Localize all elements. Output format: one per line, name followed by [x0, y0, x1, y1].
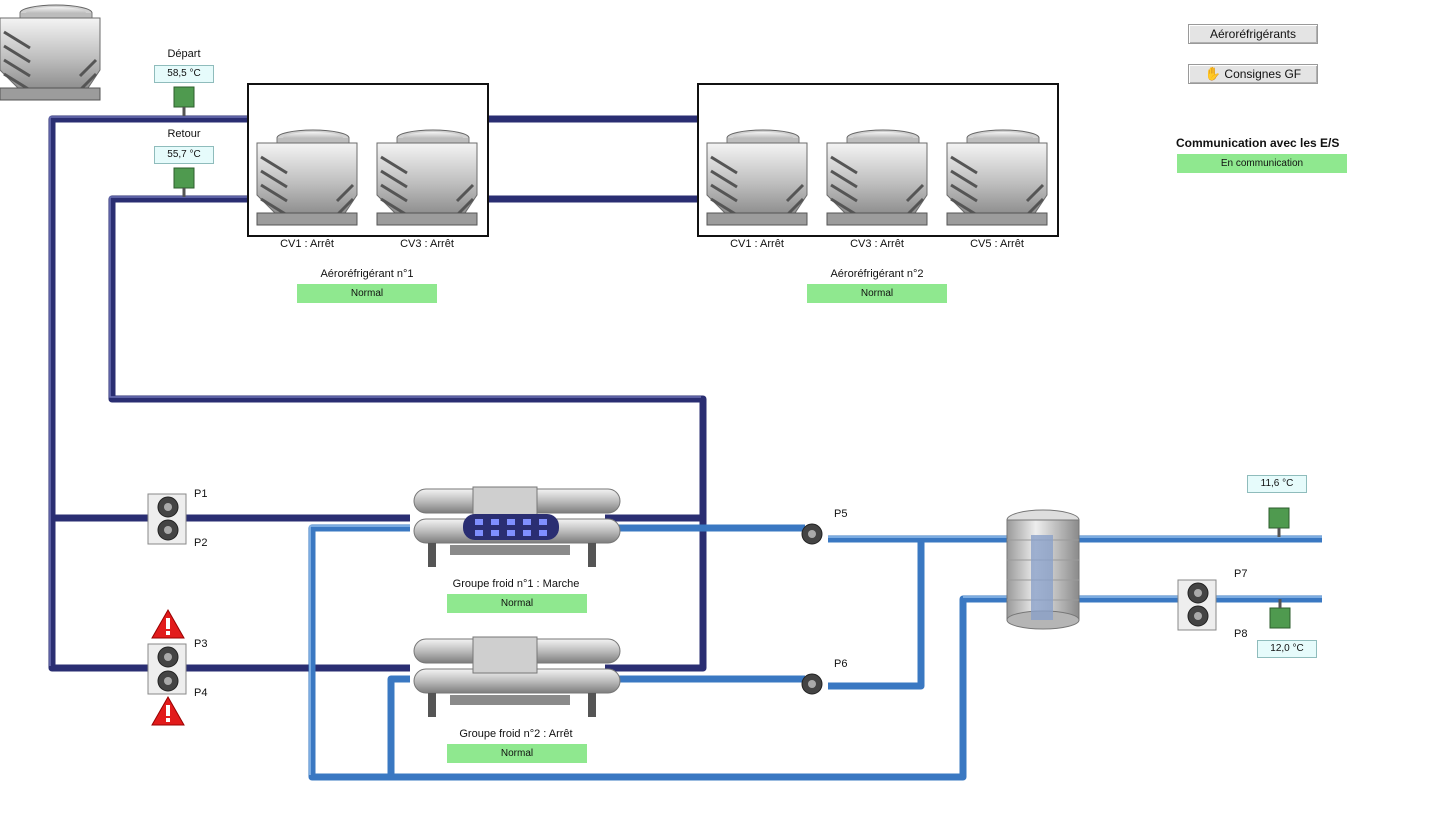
pump-p8-label: P8 [1234, 628, 1248, 640]
communication-status-badge: En communication [1177, 154, 1347, 173]
pump-p6-label: P6 [834, 658, 848, 670]
consignes-gf-button-label: Consignes GF [1224, 67, 1302, 81]
buffer-tank-icon [1006, 509, 1080, 630]
aero1-title: Aéroréfrigérant n°1 [320, 268, 414, 280]
pump-p4-icon [157, 670, 179, 692]
aerorefrigerants-button[interactable]: Aéroréfrigérants [1188, 24, 1318, 44]
pump-p1-icon [157, 496, 179, 518]
pump-p3-label: P3 [194, 638, 208, 650]
alarm-p3-icon [151, 608, 185, 639]
right-bottom-temperature: 12,0 °C [1257, 640, 1317, 658]
aero2-fan3-label: CV3 : Arrêt [850, 238, 904, 250]
hand-icon: ✋ [1204, 66, 1222, 81]
gf2-status-badge: Normal [447, 744, 587, 763]
aero2-status-badge: Normal [807, 284, 947, 303]
right-top-temperature: 11,6 °C [1247, 475, 1307, 493]
retour-temperature: 55,7 °C [154, 146, 214, 164]
communication-title: Communication avec les E/S [1176, 136, 1340, 150]
pump-p7-icon [1187, 582, 1209, 604]
pump-p7-label: P7 [1234, 568, 1248, 580]
aero1-status-badge: Normal [297, 284, 437, 303]
fan-unit-icon [0, 4, 101, 101]
aero2-fan1-label: CV1 : Arrêt [730, 238, 784, 250]
aero1-panel [247, 83, 489, 237]
pump-p2-label: P2 [194, 537, 208, 549]
sensor-right-bottom-icon [1269, 599, 1291, 629]
aero1-fan3-label: CV3 : Arrêt [400, 238, 454, 250]
chiller-2-icon [413, 636, 621, 717]
pump-p1-label: P1 [194, 488, 208, 500]
aero2-fan5-label: CV5 : Arrêt [970, 238, 1024, 250]
gf1-status-badge: Normal [447, 594, 587, 613]
aerorefrigerants-button-label: Aéroréfrigérants [1209, 27, 1297, 41]
alarm-p4-icon [151, 695, 185, 726]
pump-p8-icon [1187, 605, 1209, 627]
pump-p5-icon [801, 523, 823, 545]
consignes-gf-button[interactable]: ✋ Consignes GF [1188, 64, 1318, 84]
sensor-retour-icon [173, 167, 195, 197]
depart-label: Départ [167, 48, 201, 60]
pump-p2-icon [157, 519, 179, 541]
dark-circuit [48, 115, 707, 672]
pump-p6-icon [801, 673, 823, 695]
aero1-fan1-label: CV1 : Arrêt [280, 238, 334, 250]
pump-p3-icon [157, 646, 179, 668]
aero2-title: Aéroréfrigérant n°2 [830, 268, 924, 280]
aero2-panel [697, 83, 1059, 237]
gf1-title: Groupe froid n°1 : Marche [452, 578, 580, 590]
sensor-right-top-icon [1268, 507, 1290, 537]
gf2-title: Groupe froid n°2 : Arrêt [459, 728, 573, 740]
retour-label: Retour [167, 128, 201, 140]
chiller-1-icon [413, 486, 621, 567]
pump-p5-label: P5 [834, 508, 848, 520]
sensor-depart-icon [173, 86, 195, 116]
pump-p4-label: P4 [194, 687, 208, 699]
depart-temperature: 58,5 °C [154, 65, 214, 83]
